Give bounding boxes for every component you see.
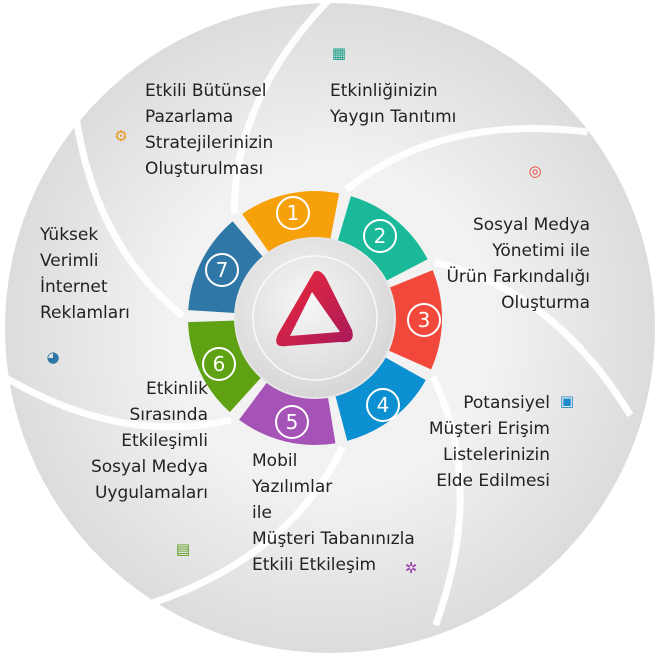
label-line: Reklamları [40, 303, 130, 323]
label-line: Mobil [252, 451, 298, 471]
label-line: Yaygın Tanıtımı [330, 107, 457, 127]
segment-number-5: 5 [275, 405, 309, 439]
monitor-chart-icon: ▦ [331, 44, 347, 62]
segment-number-3: 3 [407, 303, 441, 337]
label-line: Listelerinizin [443, 445, 550, 465]
label-line: Müşteri Erişim [428, 419, 550, 439]
red-triangle-logo [276, 270, 353, 347]
label-line: Etkinliğinizin [330, 81, 438, 101]
aperture-icon: ✲ [404, 559, 418, 577]
label-line: Yüksek [40, 225, 99, 245]
label-line: Sosyal Medya [90, 457, 208, 477]
petal-divider [429, 375, 464, 627]
label-line: Sosyal Medya [472, 215, 590, 235]
label-line: Etkili Etkileşim [252, 555, 377, 575]
label-line: Pazarlama [145, 107, 234, 127]
center-disc [234, 237, 396, 399]
petal-divider [344, 125, 589, 193]
petal-dividers [0, 0, 630, 625]
petal-divider [230, 0, 334, 214]
segment-number-6: 6 [202, 347, 236, 381]
petal-divider [433, 259, 634, 418]
target-chart-icon: ◎ [528, 162, 542, 180]
label-line: Ürün Farkındalığı [446, 267, 590, 287]
segment-number-2: 2 [363, 219, 397, 253]
monitor-pie-icon: ◕ [46, 348, 60, 366]
petal-divider [0, 370, 232, 431]
center-inner-ring [252, 255, 378, 381]
label-line: Potansiyel [463, 393, 550, 413]
petal-divider [69, 93, 186, 319]
label-line: Elde Edilmesi [436, 471, 550, 491]
segment-number-4: 4 [366, 388, 400, 422]
label-line: Verimli [40, 251, 99, 271]
presentation-icon: ▣ [559, 392, 575, 410]
label-line: Yönetimi ile [492, 241, 590, 261]
label-line: Etkinlik [145, 379, 208, 399]
petal-divider [148, 445, 346, 608]
segment-number-1: 1 [276, 196, 310, 230]
label-line: İnternet [40, 277, 108, 297]
label-line: Oluşturma [501, 293, 590, 313]
label-line: Uygulamaları [94, 483, 208, 503]
gear-arrows-icon: ⚙ [114, 127, 128, 145]
label-line: Etkileşimli [121, 431, 208, 451]
label-line: Müşteri Tabanınızla [252, 529, 415, 549]
label-line: Oluşturulması [145, 159, 264, 179]
monitor-graph-icon: ▤ [175, 540, 191, 558]
label-line: Etkili Bütünsel [145, 81, 267, 101]
label-line: ile [252, 503, 272, 523]
label-line: Stratejilerinizin [145, 133, 274, 153]
label-line: Yazılımlar [252, 477, 333, 497]
segment-number-7: 7 [205, 253, 239, 287]
label-line: Sırasında [129, 405, 208, 425]
